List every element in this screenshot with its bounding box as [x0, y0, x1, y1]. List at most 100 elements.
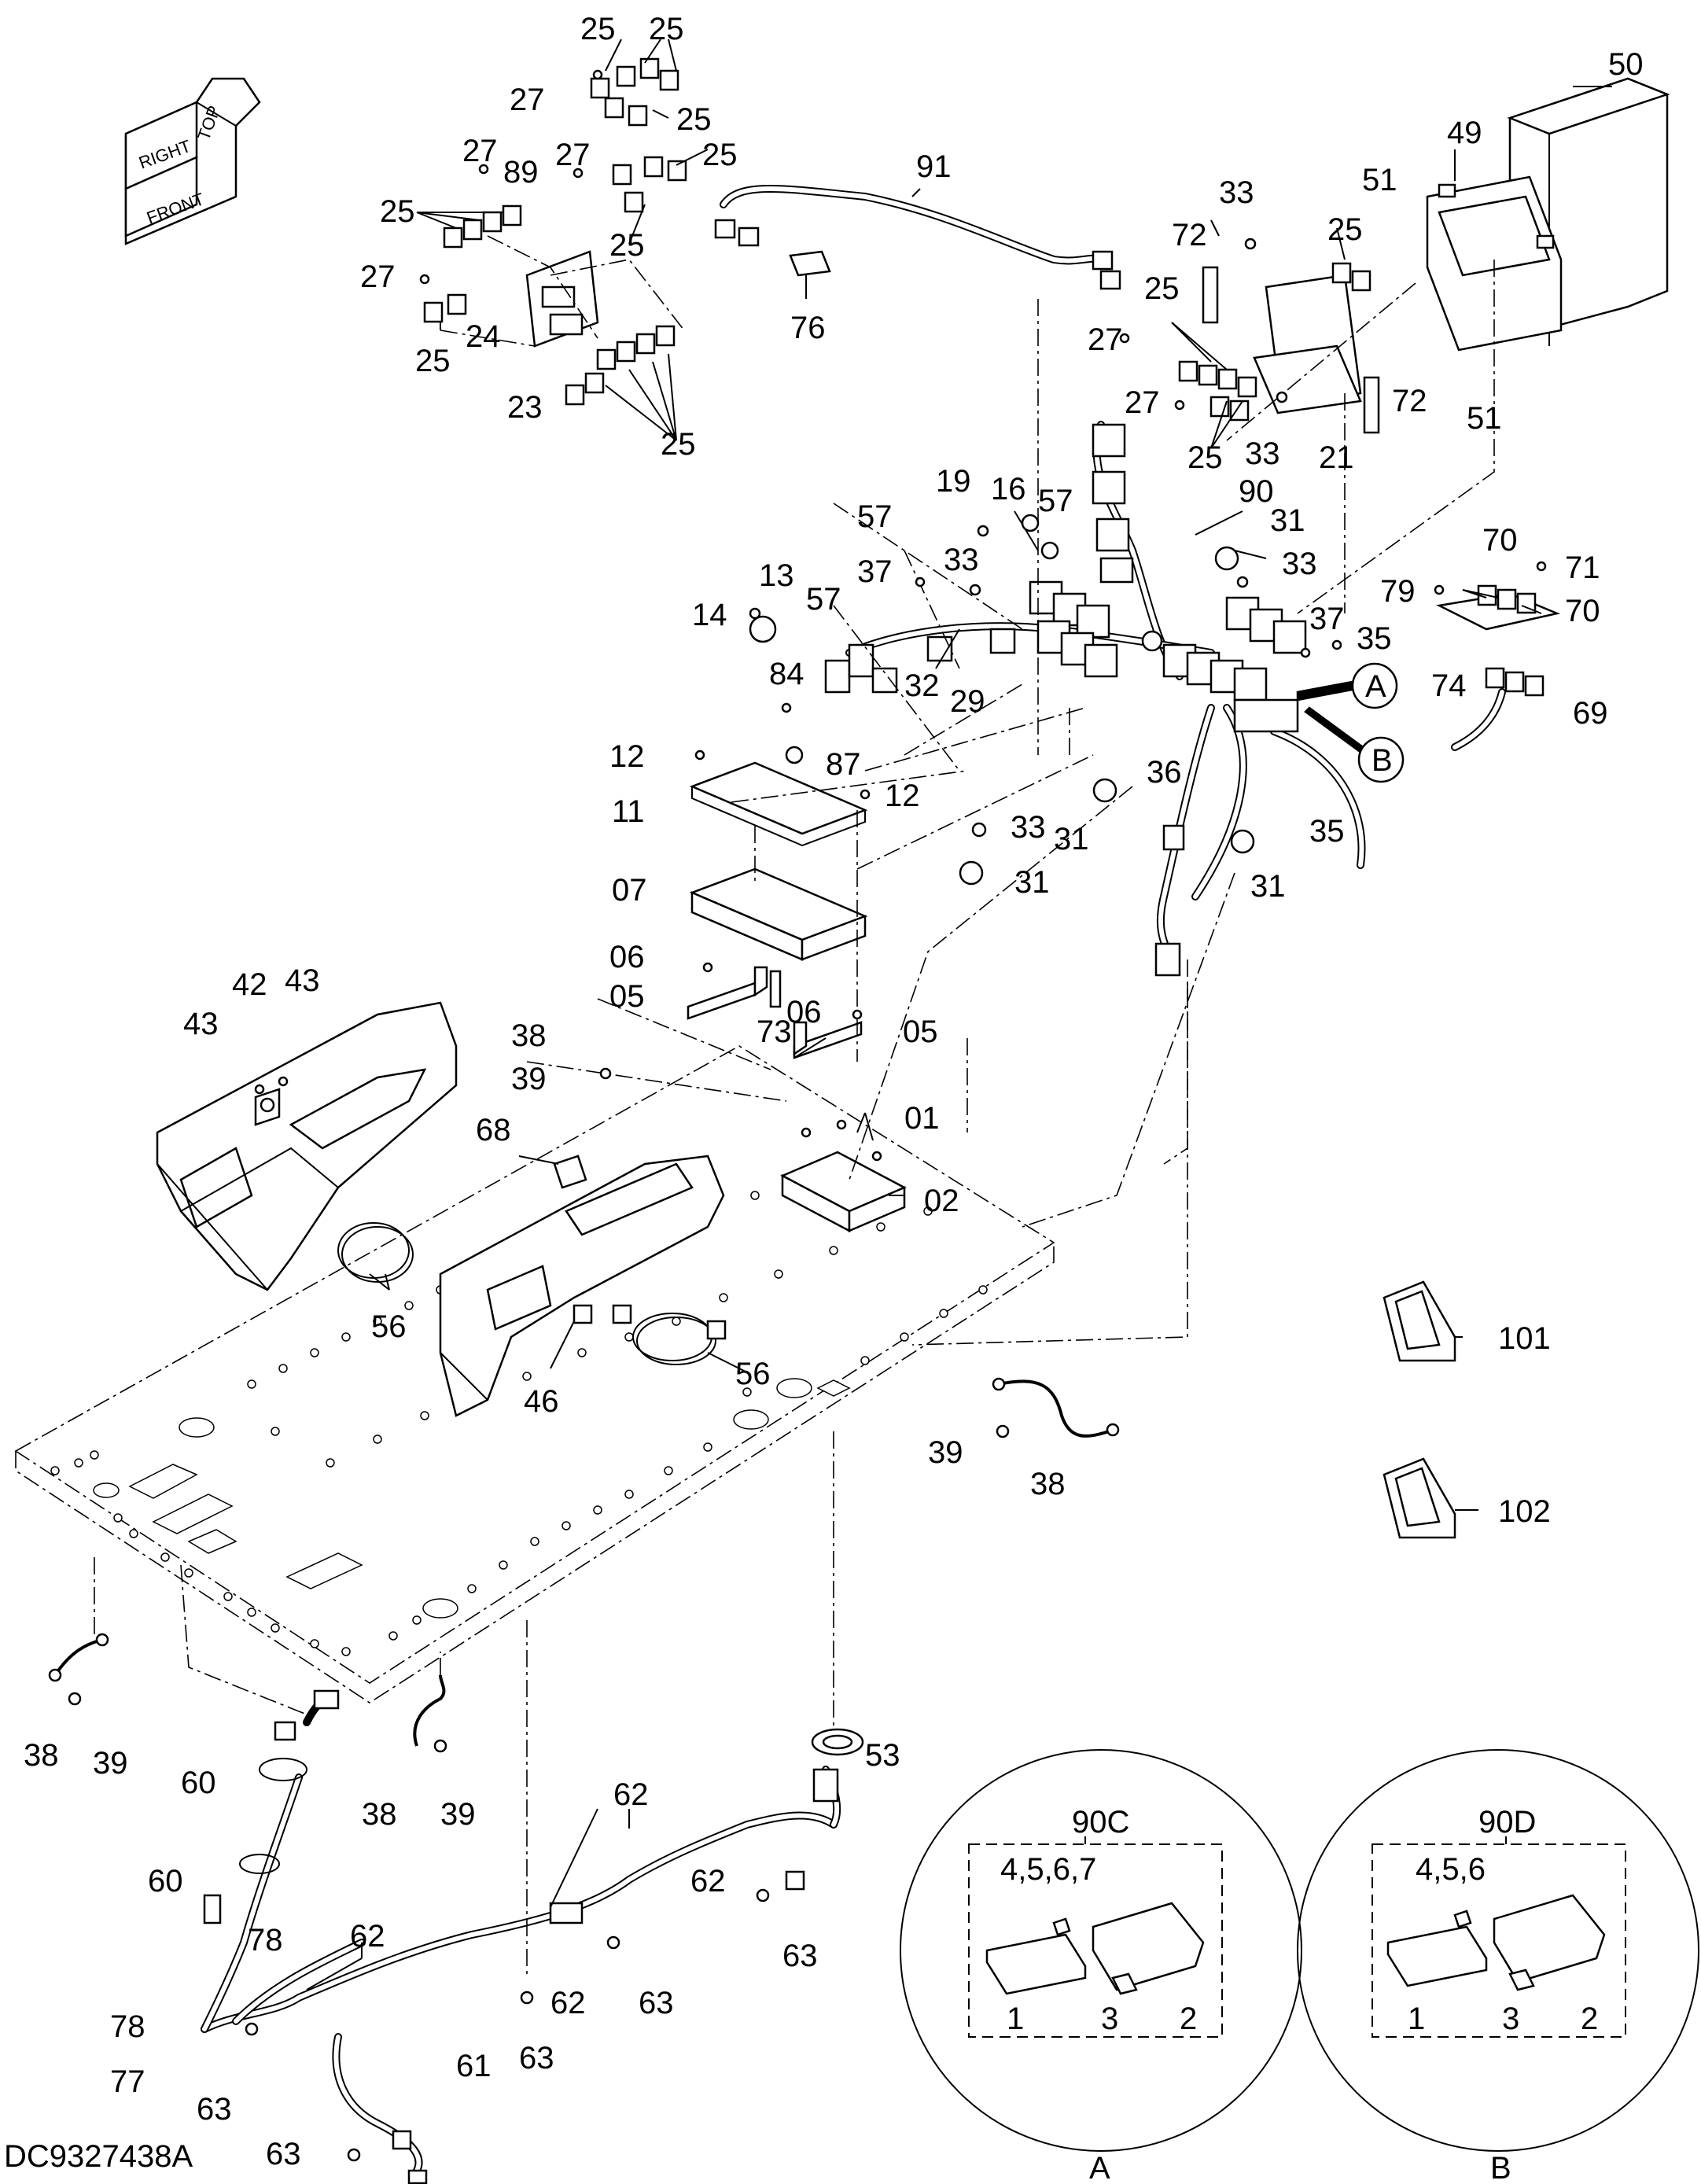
label-74: 74: [1431, 668, 1467, 703]
label-62: 62: [550, 1986, 586, 2020]
left-console: [156, 1001, 458, 1291]
label-79: 79: [1380, 574, 1416, 609]
label-25: 25: [580, 12, 616, 46]
detail-a-right-part: 2: [1180, 2002, 1197, 2036]
label-14: 14: [692, 598, 727, 632]
label-38: 38: [24, 1738, 59, 1773]
label-43: 43: [285, 963, 320, 998]
label-62: 62: [350, 1919, 385, 1954]
label-33: 33: [1282, 547, 1317, 581]
label-63: 63: [197, 2092, 232, 2127]
relay-group-right: [1178, 262, 1371, 422]
label-102: 102: [1498, 1494, 1551, 1529]
detail-a-labels: 90C 4,5,6,7 1 3 2 A: [1000, 1805, 1197, 2184]
label-71: 71: [1565, 551, 1600, 585]
label-62: 62: [690, 1864, 726, 1899]
label-33: 33: [1245, 436, 1280, 471]
label-57: 57: [1038, 484, 1073, 518]
label-29: 29: [950, 684, 985, 719]
label-13: 13: [759, 558, 794, 593]
label-01: 01: [904, 1101, 940, 1136]
label-25: 25: [661, 427, 696, 462]
label-57: 57: [857, 499, 893, 534]
label-62: 62: [613, 1777, 649, 1812]
label-23: 23: [507, 390, 543, 425]
bracket-05-right: [793, 1021, 863, 1059]
label-27: 27: [555, 138, 591, 172]
connector-76: [789, 250, 831, 277]
unit-02: [780, 1151, 907, 1233]
fasteners: [68, 69, 1547, 2162]
label-27: 27: [360, 260, 396, 294]
drawing-id: DC9327438A: [4, 2139, 193, 2174]
harness-60: [201, 1689, 340, 2033]
label-07: 07: [612, 873, 647, 908]
label-25: 25: [702, 138, 738, 172]
label-12: 12: [609, 739, 645, 774]
label-39: 39: [440, 1797, 476, 1832]
label-37: 37: [1309, 602, 1345, 636]
marker-a-label: A: [1365, 669, 1386, 704]
detail-b-center-part: 3: [1502, 2002, 1519, 2036]
label-31: 31: [1270, 503, 1305, 538]
part-42-bracket: [254, 1088, 281, 1126]
label-63: 63: [266, 2137, 301, 2171]
part-73: [769, 970, 782, 1008]
label-33: 33: [944, 543, 979, 577]
unit-07: [689, 867, 868, 961]
label-33: 33: [1219, 175, 1254, 210]
label-35: 35: [1357, 621, 1392, 656]
label-12: 12: [885, 779, 920, 813]
label-37: 37: [857, 554, 893, 589]
detail-a-circle: [900, 1749, 1302, 2152]
orientation-indicator: TOP RIGHT FRONT: [124, 77, 261, 245]
label-87: 87: [826, 747, 861, 782]
label-21: 21: [1319, 440, 1354, 475]
label-60: 60: [148, 1864, 183, 1899]
plate-11: [689, 761, 868, 847]
detail-b-part-range: 4,5,6: [1416, 1852, 1486, 1887]
label-33: 33: [1011, 810, 1046, 845]
label-19: 19: [936, 464, 971, 499]
detail-b-labels: 90D 4,5,6 1 3 2 B: [1408, 1805, 1598, 2184]
label-25: 25: [1144, 271, 1180, 306]
detail-b-view-label: B: [1490, 2151, 1511, 2184]
label-46: 46: [524, 1384, 559, 1419]
label-05: 05: [609, 979, 645, 1014]
detail-a-title: 90C: [1072, 1805, 1129, 1840]
label-78: 78: [110, 2009, 145, 2044]
switch-68: [553, 1155, 587, 1189]
label-57: 57: [806, 582, 841, 617]
label-38: 38: [1030, 1467, 1066, 1501]
label-27: 27: [1088, 322, 1123, 357]
marker-b: B: [1304, 706, 1405, 783]
detail-b-circle: [1297, 1749, 1699, 2152]
label-31: 31: [1054, 822, 1089, 856]
relay-group-mid: [612, 156, 687, 213]
main-harness-90: [824, 421, 1366, 977]
label-39: 39: [928, 1435, 963, 1470]
fuse-blocks: [1029, 580, 1307, 733]
label-25: 25: [415, 344, 451, 378]
label-91: 91: [916, 149, 952, 184]
label-06: 06: [786, 995, 822, 1029]
label-25: 25: [676, 102, 712, 137]
label-49: 49: [1447, 116, 1482, 150]
label-61: 61: [456, 2049, 492, 2083]
label-32: 32: [904, 668, 940, 703]
grommet-53: [811, 1728, 864, 1756]
label-38: 38: [362, 1797, 397, 1832]
relay-bracket-assembly: [423, 57, 687, 406]
right-terminal-strip: [1436, 584, 1561, 751]
label-51: 51: [1467, 401, 1502, 436]
floor-plate: [14, 1045, 1055, 1703]
label-72: 72: [1392, 384, 1427, 418]
label-90: 90: [1239, 474, 1274, 509]
label-36: 36: [1147, 755, 1182, 790]
label-56: 56: [371, 1309, 407, 1344]
detail-a-view-label: A: [1089, 2151, 1110, 2184]
marker-b-label: B: [1371, 743, 1393, 778]
label-27: 27: [1125, 385, 1160, 420]
bracket-05-left: [687, 966, 768, 1020]
